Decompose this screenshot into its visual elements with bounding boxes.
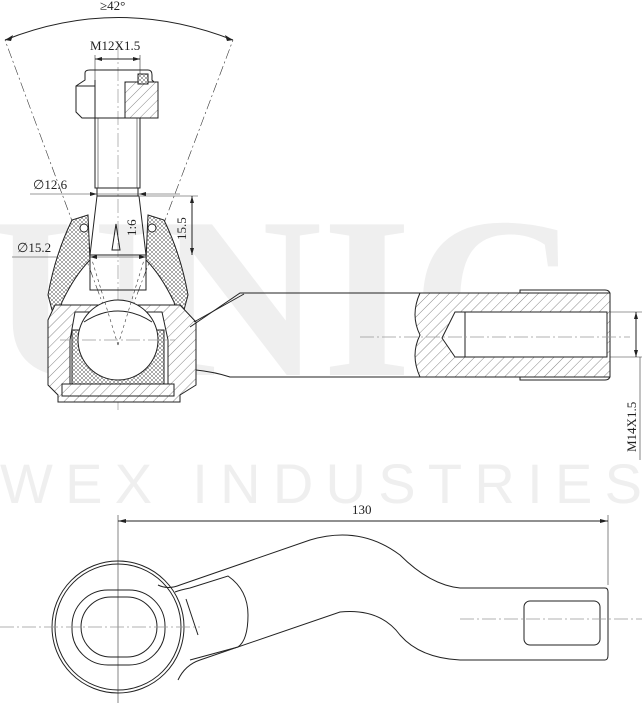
angle-label: ≥42° xyxy=(100,0,125,13)
front-section-view xyxy=(4,17,642,460)
top-view xyxy=(0,515,642,703)
watermark-company: WEX INDUSTRIES xyxy=(0,452,642,515)
diameter-small-label: ∅12.6 xyxy=(33,177,68,192)
diameter-large-label: ∅15.2 xyxy=(17,240,51,255)
thread-top-label: M12X1.5 xyxy=(90,38,140,53)
taper-length-label: 15.5 xyxy=(174,217,189,240)
overall-length-label: 130 xyxy=(352,502,372,517)
taper-ratio-label: 1:6 xyxy=(124,219,139,236)
thread-side-label: M14X1.5 xyxy=(624,402,639,452)
